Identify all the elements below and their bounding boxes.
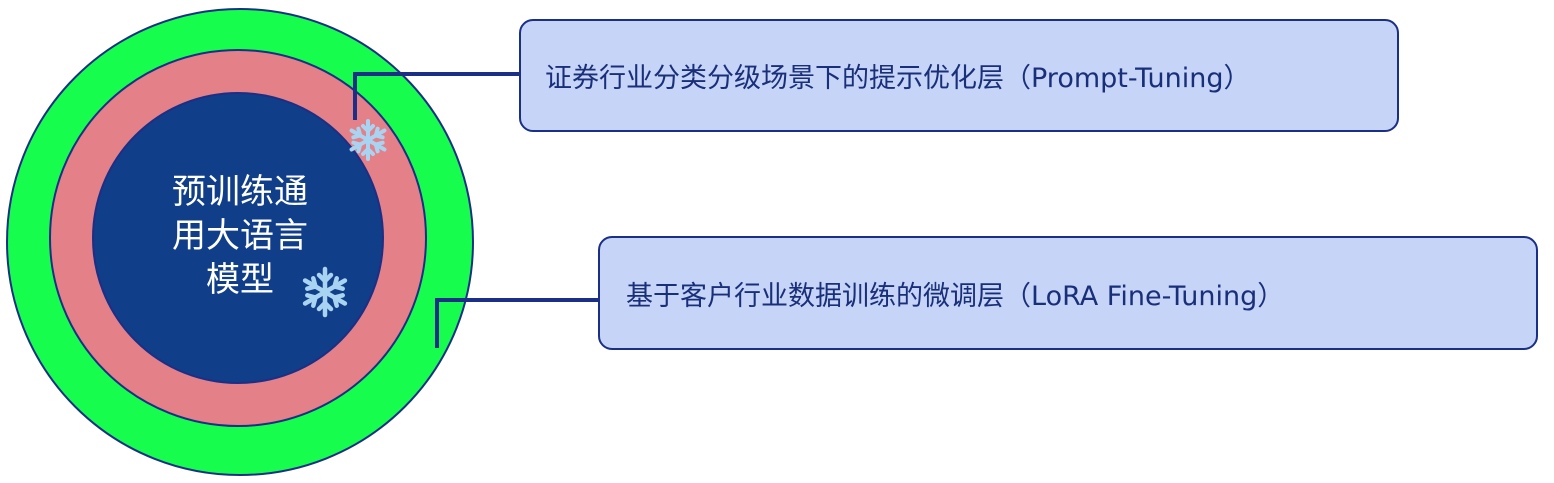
lora-layer-label: 基于客户行业数据训练的微调层（LoRA Fine-Tuning）	[626, 280, 1285, 312]
snowflake-icon	[302, 266, 348, 318]
prompt-tuning-layer-box: 证券行业分类分级场景下的提示优化层（Prompt-Tuning）	[519, 19, 1399, 132]
connector-lora	[435, 298, 598, 348]
snowflake-icon	[349, 119, 387, 161]
prompt-tuning-layer-label: 证券行业分类分级场景下的提示优化层（Prompt-Tuning）	[545, 63, 1251, 94]
core-label: 预训练通 用大语言 模型	[140, 170, 340, 302]
lora-layer-box: 基于客户行业数据训练的微调层（LoRA Fine-Tuning）	[598, 236, 1538, 350]
core-label-line-3: 模型	[206, 260, 274, 300]
connector-prompt	[353, 72, 519, 120]
core-label-line-1: 预训练通	[172, 172, 308, 212]
core-label-line-2: 用大语言	[172, 216, 308, 256]
core-circle-llm	[92, 92, 384, 384]
